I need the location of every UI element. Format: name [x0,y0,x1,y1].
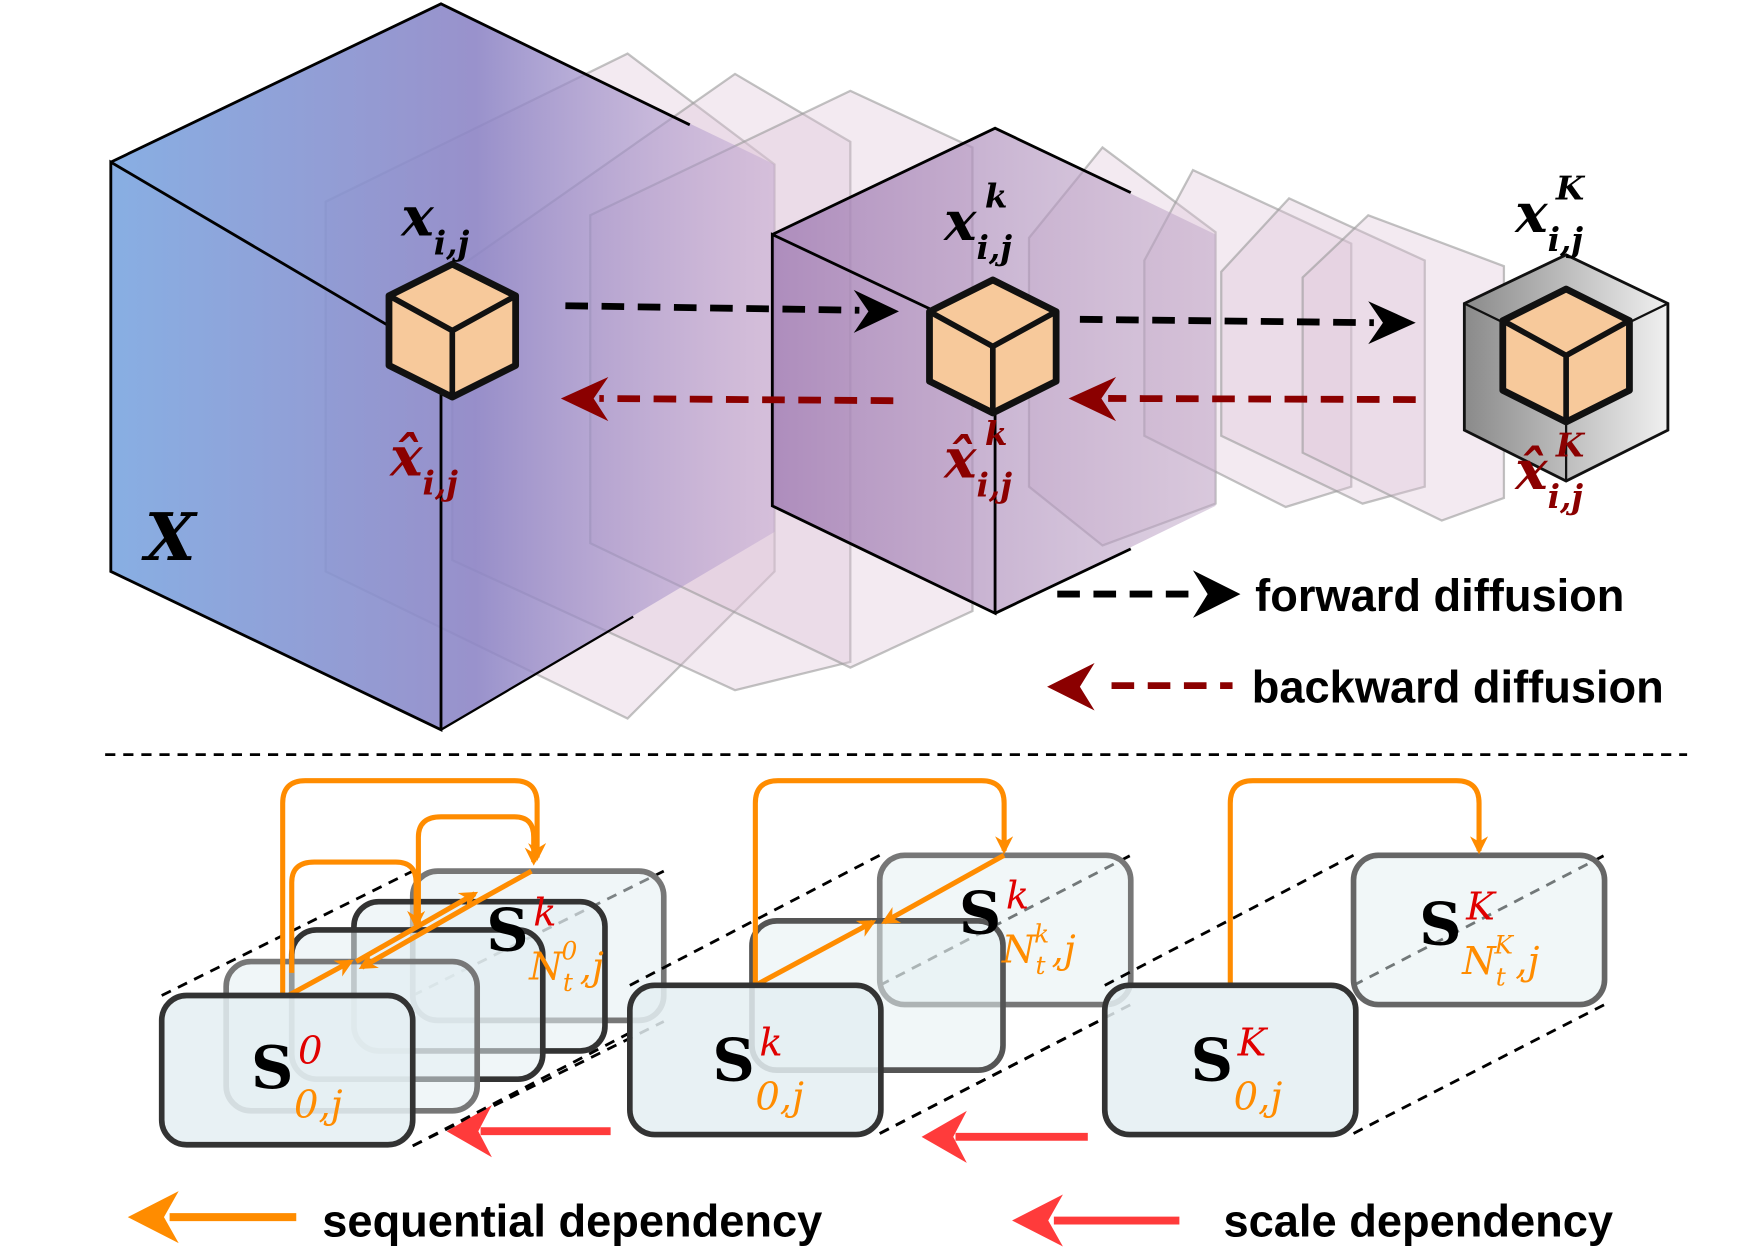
label-subscript: i,j [977,228,1013,267]
patch-cube-icon [385,260,520,401]
label-subscript: i,j [1548,220,1584,259]
arrowhead-icon [921,1110,967,1163]
state-box [158,992,416,1148]
patch-label: xi,j K [1514,169,1586,260]
backward-arrow-icon [1047,663,1095,711]
label-subscript: i,j [422,463,458,502]
arrowhead-icon [853,289,899,333]
patch-cube-icon [926,276,1060,417]
volume-label: X [141,499,198,576]
backward-diffusion-arrows [560,376,1416,422]
sequence-index: N [528,945,564,990]
label-base: x̂ [389,424,423,488]
patch-cube-icon [1499,285,1633,426]
sequential-dependency-label: sequential dependency [322,1195,822,1246]
scale-arrow-icon [1012,1194,1063,1247]
patch-label: xi,j k [943,177,1012,268]
scale-index: 0 [298,1028,322,1073]
scale-index: k [759,1020,782,1065]
sequential-dependency-arrow [1227,778,1489,986]
sequence-index: N [1001,928,1037,973]
sequence-index: N [1461,939,1497,984]
scale-projection-line [1352,1003,1606,1135]
arrowhead-icon [446,1105,492,1158]
forward-arrow-icon [1192,570,1241,618]
scale-projection-line [412,1031,631,1148]
scale-dependency-label: scale dependency [1223,1195,1613,1246]
scale-index: K [1465,885,1497,930]
sequential-dependency-arrow [358,868,533,970]
sequential-dependency-arrow [280,778,547,996]
forward-diffusion-arrows [565,289,1416,345]
label-subscript: i,j [434,224,470,263]
label-base: x̂ [1514,438,1548,502]
label-subscript: i,j [977,466,1013,505]
label-subscript: i,j [1548,477,1584,516]
dependency-legend: sequential dependency scale dependency [127,1191,1613,1247]
label-base: x̂ [943,427,977,491]
label-superscript: k [985,177,1008,216]
label-superscript: K [1555,425,1586,464]
sequence-index: 0,j [755,1075,804,1120]
arrowhead-icon [1368,301,1416,345]
sequential-dependency-arrow [415,814,543,926]
diffusion-legend: forward diffusion backward diffusion [1047,570,1664,713]
scale-index: K [1237,1020,1269,1065]
sequential-arrow-icon [127,1191,179,1244]
label-base: x [400,185,434,249]
state-box [1101,982,1359,1138]
patch-label: xi,j [400,185,469,263]
scale-index: k [1006,873,1029,918]
sequence-index: 0,j [294,1083,343,1128]
backward-diffusion-label: backward diffusion [1252,662,1664,713]
sequential-dependency-arrow [752,778,1014,986]
sequential-dependency-arrow [289,859,426,973]
sequential-dependency-arrow [287,959,354,998]
sequential-dependency-arrow [881,853,1006,925]
state-box [627,982,884,1138]
arrowhead-icon [560,376,609,422]
sequential-dependency-arrow [754,919,877,988]
label-superscript: k [985,414,1008,453]
scale-index: k [533,890,556,935]
label-base: x [943,189,977,253]
sequence-index: 0,j [1234,1075,1283,1120]
label-superscript: K [1555,169,1586,208]
sequential-dependency-arrow [354,891,479,964]
denoised-patch-label: x̂i,j K [1514,425,1586,516]
state-box [1350,852,1608,1008]
label-base: x [1514,181,1548,245]
patch-cubes [385,260,1633,426]
forward-diffusion-label: forward diffusion [1255,570,1624,621]
denoised-patch-label: x̂i,j k [943,414,1012,505]
arrowhead-icon [1068,376,1117,422]
state-graph [158,778,1608,1163]
scale-projection-line [879,1016,1106,1135]
denoised-patch-label: x̂i,j [389,424,458,502]
